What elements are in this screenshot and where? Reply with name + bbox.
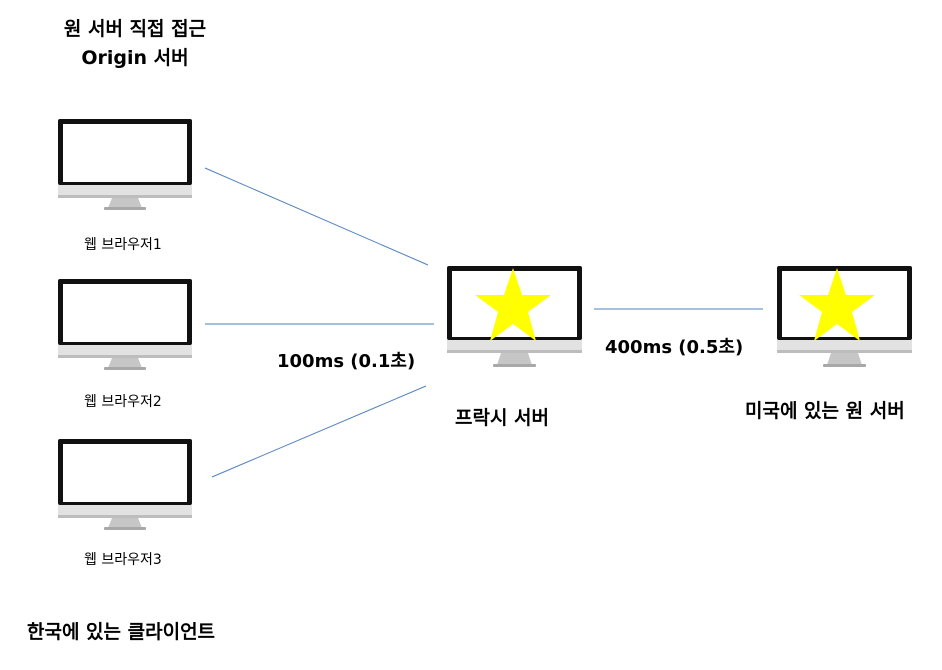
browser1-monitor-icon — [58, 119, 192, 210]
link-browser3-proxy — [211, 385, 427, 478]
proxy-origin-latency-label: 400ms (0.5초) — [605, 337, 744, 358]
origin-star-icon — [799, 268, 875, 341]
link-browser1-proxy — [204, 167, 429, 266]
proxy-star-icon — [475, 268, 551, 341]
browser1-label: 웹 브라우저1 — [84, 237, 162, 253]
proxy-server-monitor-icon — [447, 266, 582, 367]
browser2-label: 웹 브라우저2 — [84, 394, 162, 410]
client-region-label: 한국에 있는 클라이언트 — [27, 621, 216, 643]
diagram-subtitle: Origin 서버 — [81, 47, 189, 69]
origin-server-monitor-icon — [777, 266, 912, 367]
browser3-label: 웹 브라우저3 — [84, 552, 162, 568]
browser2-monitor-icon — [58, 279, 192, 370]
browser3-monitor-icon — [58, 439, 192, 530]
origin-server-label: 미국에 있는 원 서버 — [745, 400, 905, 422]
client-proxy-latency-label: 100ms (0.1초) — [277, 351, 416, 372]
diagram-title: 원 서버 직접 접근 — [63, 18, 207, 40]
proxy-server-label: 프락시 서버 — [455, 407, 550, 429]
